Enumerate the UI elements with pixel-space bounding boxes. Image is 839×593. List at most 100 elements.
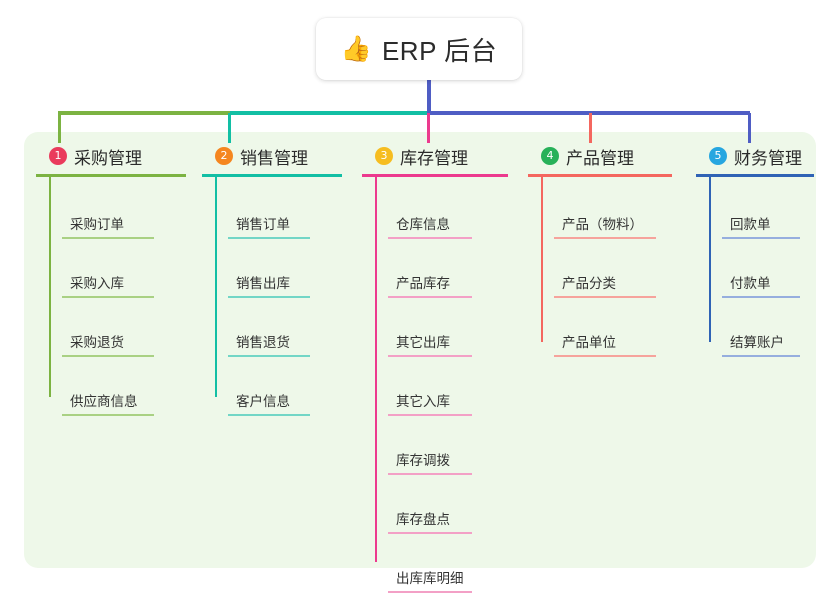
column-header-1[interactable]: 1 采购管理 (36, 144, 186, 168)
column-rule-5 (696, 174, 814, 177)
column-title-2: 销售管理 (240, 148, 308, 168)
leaf-label: 其它出库 (396, 335, 450, 350)
leaf-item[interactable]: 其它出库 (375, 298, 508, 357)
leaf-item[interactable]: 采购入库 (49, 239, 186, 298)
leaf-rule (228, 414, 310, 416)
leaf-item[interactable]: 其它入库 (375, 357, 508, 416)
column-branch-4: 产品（物料） 产品分类产品单位 (528, 177, 672, 357)
column-spine-1 (49, 177, 51, 397)
leaf-rule (722, 296, 800, 298)
leaf-label: 产品单位 (562, 335, 616, 350)
leaf-item[interactable]: 回款单 (709, 177, 814, 239)
column-5: 5 财务管理回款单付款单结算账户 (696, 144, 814, 357)
column-header-2[interactable]: 2 销售管理 (202, 144, 342, 168)
column-header-4[interactable]: 4 产品管理 (528, 144, 672, 168)
leaf-item[interactable]: 库存盘点 (375, 475, 508, 534)
leaf-label: 结算账户 (730, 335, 784, 350)
column-header-3[interactable]: 3 库存管理 (362, 144, 508, 168)
leaf-item[interactable]: 付款单 (709, 239, 814, 298)
leaf-rule (228, 237, 310, 239)
diagram-panel (24, 132, 816, 568)
leaf-item[interactable]: 仓库信息 (375, 177, 508, 239)
leaf-rule (554, 355, 656, 357)
column-rule-3 (362, 174, 508, 177)
column-spine-5 (709, 177, 711, 342)
leaf-item[interactable]: 销售出库 (215, 239, 342, 298)
column-spine-2 (215, 177, 217, 397)
leaf-item[interactable]: 产品库存 (375, 239, 508, 298)
column-1: 1 采购管理采购订单采购入库采购退货供应商信息 (36, 144, 186, 416)
leaf-rule (388, 355, 472, 357)
thumbs-up-icon: 👍 (340, 34, 372, 63)
root-node[interactable]: 👍 ERP 后台 (316, 18, 522, 80)
leaf-item[interactable]: 产品（物料） (541, 177, 672, 239)
leaf-item[interactable]: 库存调拨 (375, 416, 508, 475)
leaf-label: 采购退货 (70, 335, 124, 350)
leaf-label: 库存盘点 (396, 512, 450, 527)
leaf-rule (228, 296, 310, 298)
branch-drop-2 (228, 113, 231, 143)
column-badge-1: 1 (49, 147, 67, 165)
branch-drop-1 (58, 113, 61, 143)
branch-drop-3 (427, 113, 430, 143)
bus-segment-1 (58, 111, 230, 115)
column-rule-4 (528, 174, 672, 177)
leaf-item[interactable]: 供应商信息 (49, 357, 186, 416)
leaf-rule (554, 237, 656, 239)
column-spine-4 (541, 177, 543, 342)
leaf-rule (388, 414, 472, 416)
column-title-5: 财务管理 (734, 148, 802, 168)
branch-drop-5 (748, 113, 751, 143)
column-rule-2 (202, 174, 342, 177)
leaf-label: 采购入库 (70, 276, 124, 291)
column-branch-1: 采购订单采购入库采购退货供应商信息 (36, 177, 186, 416)
leaf-item[interactable]: 销售退货 (215, 298, 342, 357)
leaf-label: 产品（物料） (562, 217, 643, 232)
leaf-label: 付款单 (730, 276, 771, 291)
leaf-rule (62, 296, 154, 298)
leaf-item[interactable]: 结算账户 (709, 298, 814, 357)
column-header-5[interactable]: 5 财务管理 (696, 144, 814, 168)
leaf-item[interactable]: 出库库明细 (375, 534, 508, 593)
leaf-label: 产品分类 (562, 276, 616, 291)
column-rule-1 (36, 174, 186, 177)
leaf-rule (228, 355, 310, 357)
leaf-label: 销售出库 (236, 276, 290, 291)
column-title-3: 库存管理 (400, 148, 468, 168)
column-title-4: 产品管理 (566, 148, 634, 168)
leaf-rule (722, 355, 800, 357)
leaf-item[interactable]: 客户信息 (215, 357, 342, 416)
leaf-label: 客户信息 (236, 394, 290, 409)
column-badge-5: 5 (709, 147, 727, 165)
leaf-label: 产品库存 (396, 276, 450, 291)
column-3: 3 库存管理仓库信息产品库存其它出库其它入库库存调拨库存盘点出库库明细 (362, 144, 508, 593)
leaf-item[interactable]: 采购订单 (49, 177, 186, 239)
leaf-item[interactable]: 产品分类 (541, 239, 672, 298)
leaf-rule (388, 532, 472, 534)
leaf-rule (62, 355, 154, 357)
leaf-label: 销售退货 (236, 335, 290, 350)
root-stem-connector (427, 80, 431, 113)
column-2: 2 销售管理销售订单销售出库销售退货客户信息 (202, 144, 342, 416)
leaf-label: 其它入库 (396, 394, 450, 409)
branch-drop-4 (589, 113, 592, 143)
leaf-label: 采购订单 (70, 217, 124, 232)
bus-segment-2 (230, 111, 428, 115)
leaf-label: 出库库明细 (396, 571, 464, 586)
column-branch-3: 仓库信息产品库存其它出库其它入库库存调拨库存盘点出库库明细 (362, 177, 508, 593)
leaf-rule (388, 473, 472, 475)
leaf-item[interactable]: 采购退货 (49, 298, 186, 357)
leaf-item[interactable]: 产品单位 (541, 298, 672, 357)
column-badge-4: 4 (541, 147, 559, 165)
column-title-1: 采购管理 (74, 148, 142, 168)
leaf-label: 库存调拨 (396, 453, 450, 468)
column-badge-3: 3 (375, 147, 393, 165)
leaf-rule (388, 237, 472, 239)
column-spine-3 (375, 177, 377, 562)
leaf-rule (388, 296, 472, 298)
column-badge-2: 2 (215, 147, 233, 165)
leaf-label: 供应商信息 (70, 394, 138, 409)
leaf-label: 回款单 (730, 217, 771, 232)
leaf-item[interactable]: 销售订单 (215, 177, 342, 239)
